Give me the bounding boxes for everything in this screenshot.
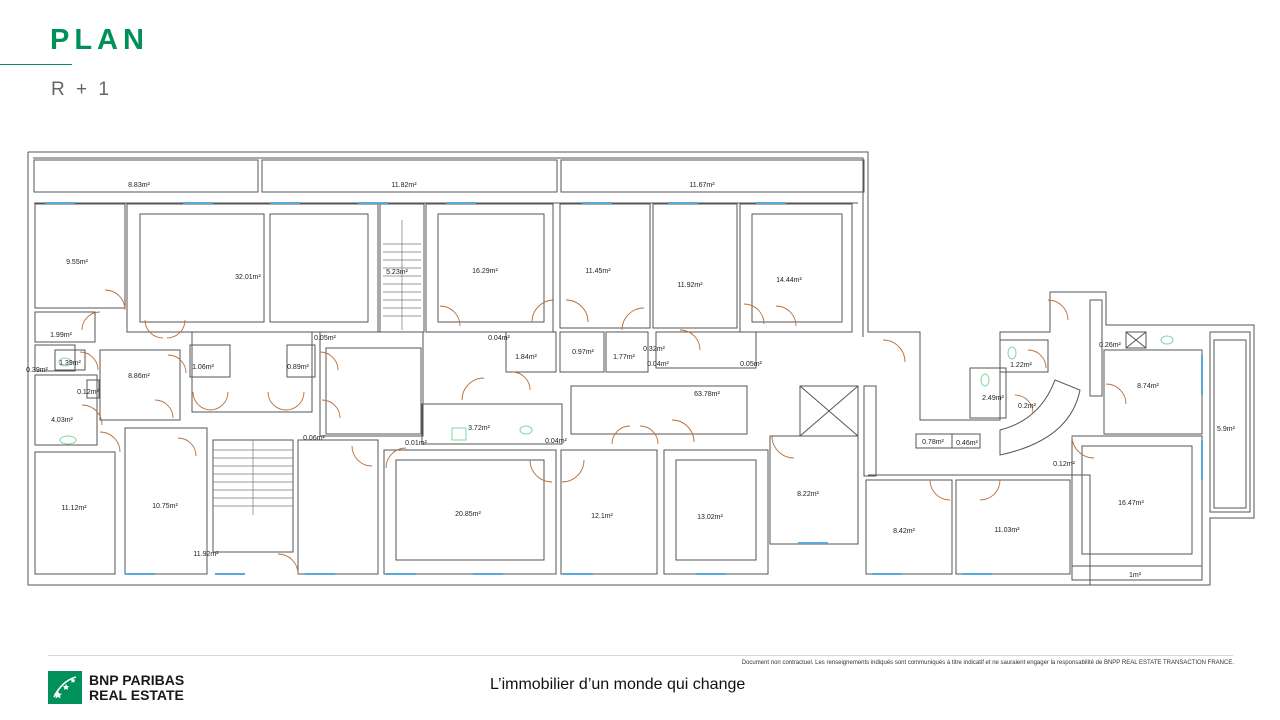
room-area-label: 11.03m² [994,527,1020,534]
room-area-label: 3.72m² [468,425,490,432]
room-area-label: 4.03m² [51,417,73,424]
title-underline [0,64,72,65]
room-area-label: 11.12m² [61,505,87,512]
room-area-label: 8.42m² [893,528,915,535]
brand-line-2: REAL ESTATE [89,686,184,703]
room-area-label: 9.55m² [66,259,88,266]
room-area-label: 10.75m² [152,503,178,510]
brand-name: BNP PARIBAS REAL ESTATE [89,671,185,703]
room-area-label: 0.39m² [26,367,48,374]
room-area-label: 11.45m² [585,268,611,275]
room-area-label: 11.82m² [391,182,417,189]
page-title: PLAN [50,24,149,56]
doors [79,289,1127,575]
footer-divider [48,655,1233,656]
brand-line-1: BNP PARIBAS [89,671,185,688]
room-area-label: 0.12m² [77,389,99,396]
room-area-label: 0.05m² [740,361,762,368]
floor-level: R + 1 [51,79,112,100]
walls [27,151,1255,586]
room-labels: 8.83m² 11.82m² 11.67m² 9.55m² 32.01m² 5.… [26,182,1236,579]
room-area-label: 5.23m² [386,269,408,276]
room-area-label: 12.1m² [591,513,613,520]
room-area-label: 0.05m² [314,335,336,342]
room-area-label: 13.02m² [697,514,723,521]
room-area-label: 20.85m² [455,511,481,518]
fixtures [58,335,1174,445]
floor-plan: 8.83m² 11.82m² 11.67m² 9.55m² 32.01m² 5.… [26,151,1255,586]
room-area-label: 5.9m² [1217,426,1236,433]
room-area-label: 1.84m² [515,354,537,361]
room-area-label: 1m² [1129,572,1142,579]
room-area-label: 8.22m² [797,491,819,498]
room-area-label: 0.26m² [1099,342,1121,349]
room-area-label: 1.77m² [613,354,635,361]
room-area-label: 1.39m² [59,360,81,367]
room-area-label: 63.78m² [694,391,720,398]
bnp-stars-icon [48,671,82,704]
room-area-label: 32.01m² [235,274,261,281]
room-area-label: 1.22m² [1010,362,1032,369]
room-area-label: 8.74m² [1137,383,1159,390]
room-area-label: 11.92m² [193,551,219,558]
tagline: L’immobilier d’un monde qui change [490,676,746,693]
room-area-label: 8.86m² [128,373,150,380]
room-area-label: 11.92m² [677,282,703,289]
room-area-label: 1.06m² [192,364,214,371]
room-area-label: 16.47m² [1118,500,1144,507]
room-area-label: 0.12m² [1053,461,1075,468]
room-area-label: 2.49m² [982,395,1004,402]
windows [45,202,1203,575]
room-area-label: 0.2m² [1018,403,1037,410]
room-area-label: 0.32m² [643,346,665,353]
room-area-label: 0.89m² [287,364,309,371]
room-area-label: 0.97m² [572,349,594,356]
room-area-label: 0.04m² [488,335,510,342]
room-area-label: 16.29m² [472,268,498,275]
company-logo: BNP PARIBAS REAL ESTATE [48,671,184,704]
room-area-label: 0.04m² [647,361,669,368]
room-area-label: 14.44m² [776,277,802,284]
legal-disclaimer: Document non contractuel. Les renseignem… [741,660,1234,666]
room-area-label: 0.01m² [405,440,427,447]
room-area-label: 0.78m² [922,439,944,446]
room-area-label: 0.04m² [545,438,567,445]
room-area-label: 1.99m² [50,332,72,339]
room-area-label: 11.67m² [689,182,715,189]
room-area-label: 0.46m² [956,440,978,447]
room-area-label: 8.83m² [128,182,150,189]
room-area-label: 0.06m² [303,435,325,442]
